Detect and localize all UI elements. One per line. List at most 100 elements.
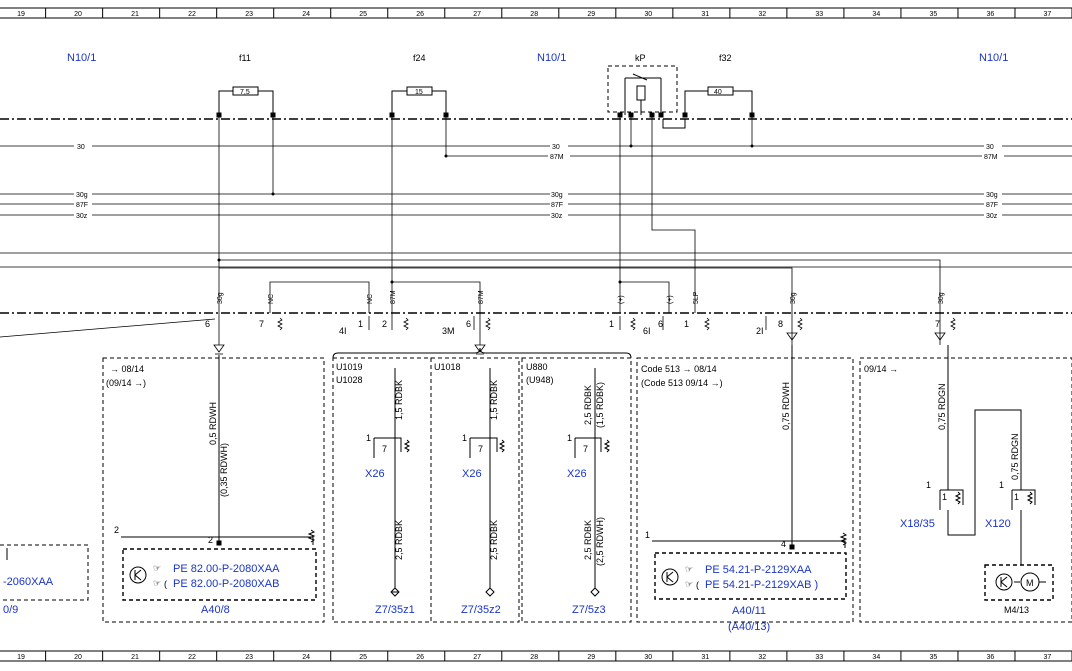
ref-n10-mid[interactable]: N10/1 <box>537 52 566 64</box>
pin-nc-2: NC <box>367 294 374 304</box>
a40-11-wire: 0,75 RDWH <box>781 382 791 430</box>
a40-11-label-alt[interactable]: (A40/13) <box>728 621 770 633</box>
transistor-icon <box>129 566 147 584</box>
conn-7: 7 <box>259 319 264 329</box>
u1018-wire-top: 1,5 RDBK <box>489 380 499 420</box>
grid-column-bottom-label: 25 <box>359 654 367 661</box>
ref-n10-left[interactable]: N10/1 <box>67 52 96 64</box>
u880-label[interactable]: Z7/5z3 <box>572 604 606 616</box>
u880-pin7: 7 <box>583 444 588 454</box>
grid-column-bottom-label: 26 <box>416 654 424 661</box>
grid-column-bottom-label: 24 <box>302 654 310 661</box>
m4-13-conn1[interactable]: X18/35 <box>900 518 935 530</box>
motor-m-glyph: M <box>1026 578 1034 588</box>
grid-column-bottom-label: 22 <box>188 654 196 661</box>
m4-13-pin1c: 1 <box>999 480 1004 490</box>
grid-column-bottom-label: 35 <box>929 654 937 661</box>
grid-column-top-label: 34 <box>872 11 880 18</box>
grid-column-bottom-label: 27 <box>473 654 481 661</box>
block-m4-13 <box>859 345 1072 623</box>
a40-8-label[interactable]: A40/8 <box>201 604 230 616</box>
grid-column-bottom-label: 29 <box>587 654 595 661</box>
bus-30g-right: 30g <box>986 192 998 199</box>
conn-1a: 1 <box>358 319 363 329</box>
fuse-f11 <box>216 86 276 118</box>
pin-30g-1: 30g <box>217 292 224 304</box>
pin-5lp: 5LP <box>693 291 700 304</box>
u880-code2: (U948) <box>526 375 554 385</box>
pin-30g-2: 30g <box>790 292 797 304</box>
a40-8-pin2b: 2 <box>208 535 213 545</box>
grid-column-bottom-label: 34 <box>872 654 880 661</box>
bus-30-right: 30 <box>986 144 994 151</box>
relay-kp <box>607 65 678 118</box>
bus-30z-right: 30z <box>986 213 998 220</box>
conn-7b: 7 <box>935 319 940 329</box>
a40-8-paren: ( <box>164 579 167 589</box>
grid-column-top-label: 26 <box>416 11 424 18</box>
u1019-label[interactable]: Z7/35z1 <box>375 604 415 616</box>
m4-13-conn2[interactable]: X120 <box>985 518 1011 530</box>
grid-column-top-label: 33 <box>815 11 823 18</box>
a40-8-period-to: (09/14 →) <box>106 378 146 388</box>
grid-column-top-label: 22 <box>188 11 196 18</box>
u880-pin1: 1 <box>567 433 572 443</box>
grid-column-bottom-label: 21 <box>131 654 139 661</box>
a40-11-pin4: 4 <box>781 539 786 549</box>
grid-column-top-label: 35 <box>929 11 937 18</box>
block-u1018 <box>430 357 520 623</box>
grid-column-top-label: 32 <box>758 11 766 18</box>
fuse-f24-rating: 15 <box>415 89 423 96</box>
top-grid-ruler <box>0 7 1072 19</box>
pin-87m-2: 87M <box>478 290 485 304</box>
u1018-label[interactable]: Z7/35z2 <box>461 604 501 616</box>
grid-column-top-label: 37 <box>1043 11 1051 18</box>
grid-column-top-label: 21 <box>131 11 139 18</box>
a40-8-ref1[interactable]: PE 82.00-P-2080XAA <box>173 563 280 575</box>
fuse-f32-name: f32 <box>719 53 732 63</box>
grid-column-top-label: 36 <box>986 11 994 18</box>
conn-6: 6 <box>205 319 210 329</box>
bus-87f-right: 87F <box>986 202 998 209</box>
motor-icon <box>1014 572 1046 592</box>
bus-30g-mid: 30g <box>551 192 563 199</box>
fuse-f32-rating: 40 <box>714 89 722 96</box>
left-partial-label[interactable]: 0/9 <box>3 604 18 616</box>
reference-hand-icon: ☞ <box>153 578 161 588</box>
block-u1019 <box>332 357 432 623</box>
a40-11-ref2[interactable]: PE 54.21-P-2129XAB ) <box>705 579 818 591</box>
u1018-pin7: 7 <box>478 444 483 454</box>
u1018-code1: U1018 <box>434 362 461 372</box>
bus-30-mid: 30 <box>552 144 560 151</box>
conn-2: 2 <box>382 319 387 329</box>
grid-column-bottom-label: 37 <box>1043 654 1051 661</box>
u880-conn[interactable]: X26 <box>567 468 587 480</box>
bus-87m-right: 87M <box>984 154 998 161</box>
m4-13-wire2: 0,75 RDGN <box>1010 433 1020 480</box>
reference-hand-icon: ☞ <box>685 579 693 589</box>
bus-30g-left: 30g <box>76 192 88 199</box>
bus-87f-mid: 87F <box>551 202 563 209</box>
grid-column-top-label: 23 <box>245 11 253 18</box>
bottom-grid-ruler <box>0 650 1072 662</box>
conn-3m: 3M <box>442 326 455 336</box>
left-partial-ref[interactable]: -2060XAA <box>3 576 54 588</box>
u1018-conn[interactable]: X26 <box>462 468 482 480</box>
u1019-conn[interactable]: X26 <box>365 468 385 480</box>
m4-13-pin1d: 1 <box>1014 492 1019 502</box>
grid-column-bottom-label: 28 <box>530 654 538 661</box>
ref-n10-right[interactable]: N10/1 <box>979 52 1008 64</box>
grid-column-bottom-label: 23 <box>245 654 253 661</box>
a40-11-line2: (Code 513 09/14 →) <box>641 378 723 388</box>
a40-11-label[interactable]: A40/11 <box>732 605 766 617</box>
grid-column-top-label: 28 <box>530 11 538 18</box>
pin-plus-2: (+) <box>667 295 674 304</box>
wiring <box>218 117 941 313</box>
a40-8-pin2a: 2 <box>114 525 119 535</box>
grid-column-top-label: 29 <box>587 11 595 18</box>
a40-11-ref1[interactable]: PE 54.21-P-2129XAA <box>705 564 812 576</box>
a40-8-ref2[interactable]: PE 82.00-P-2080XAB <box>173 578 279 590</box>
conn-8: 8 <box>778 319 783 329</box>
u1019-code1: U1019 <box>336 362 363 372</box>
